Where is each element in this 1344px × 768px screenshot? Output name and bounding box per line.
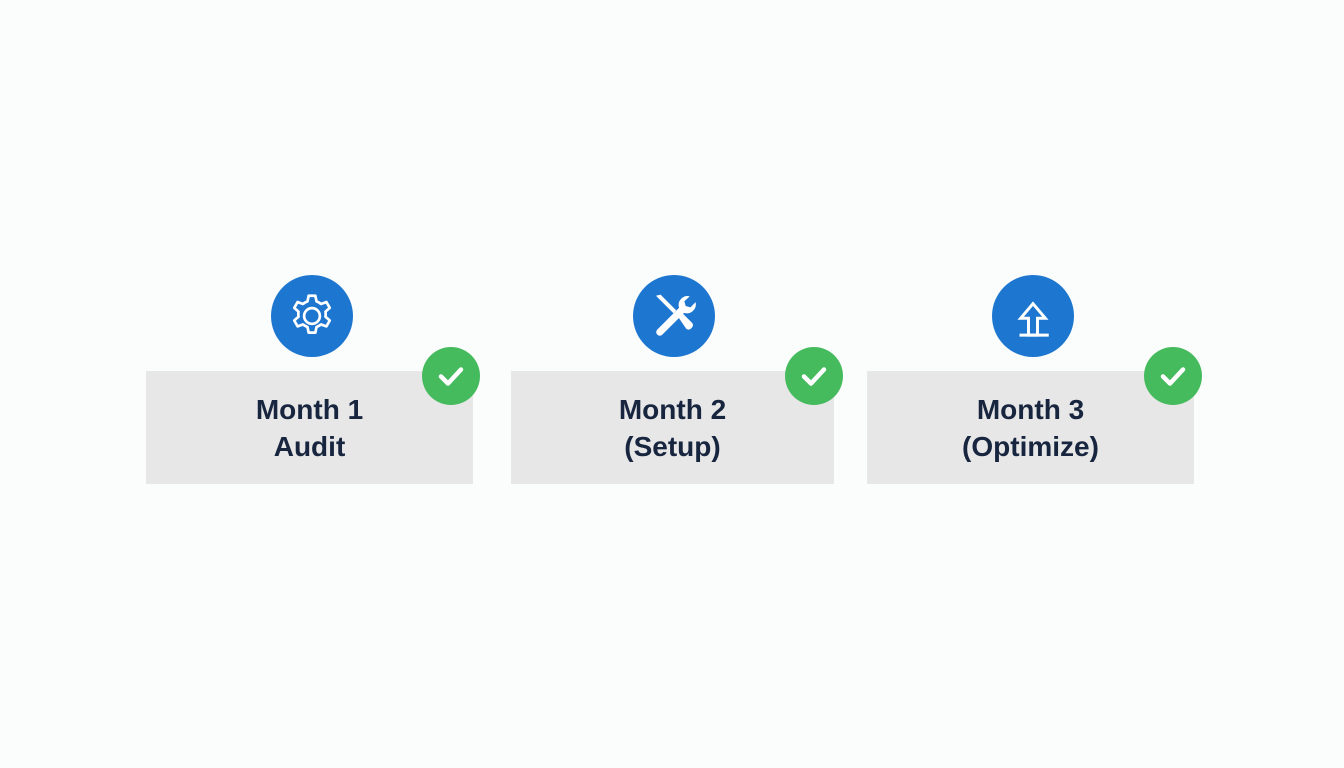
- check-icon: [801, 367, 827, 386]
- step-2-title: Month 2: [618, 393, 727, 425]
- step-2-icon-circle: [633, 275, 715, 357]
- step-1-card: Month 1 Audit: [146, 371, 473, 484]
- tools-icon: [656, 294, 696, 336]
- step-2-card: Month 2 (Setup): [511, 371, 834, 484]
- check-icon: [1160, 367, 1186, 386]
- step-1-icon-circle: [271, 275, 353, 357]
- step-2-subtitle: (Setup): [624, 430, 721, 462]
- step-1-title: Month 1: [255, 393, 364, 425]
- step-1-check-badge: [422, 347, 480, 405]
- step-3-title: Month 3: [976, 393, 1085, 425]
- step-3-check-badge: [1144, 347, 1202, 405]
- check-icon: [438, 367, 464, 386]
- upload-arrow-icon: [1017, 301, 1049, 337]
- step-3-icon-circle: [992, 275, 1074, 357]
- step-3-card: Month 3 (Optimize): [867, 371, 1194, 484]
- gear-icon: [292, 294, 332, 334]
- step-2-check-badge: [785, 347, 843, 405]
- step-3-subtitle: (Optimize): [962, 430, 1099, 462]
- step-1-subtitle: Audit: [273, 430, 346, 462]
